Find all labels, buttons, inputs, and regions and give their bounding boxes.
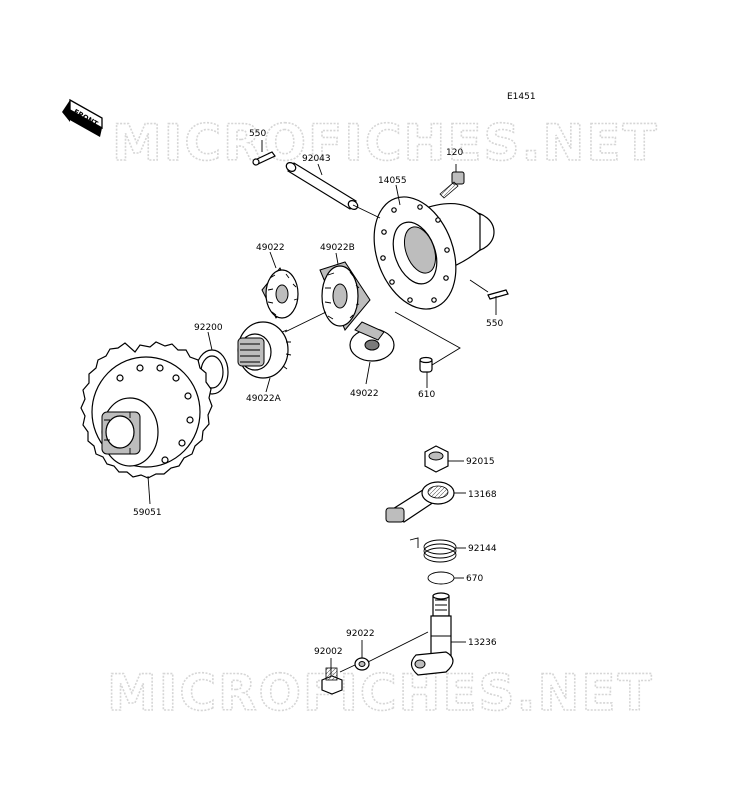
o-ring	[427, 571, 464, 585]
watermark-bottom: MICROFICHES.NET	[107, 664, 654, 722]
cotter-pin-right	[469, 279, 509, 300]
part-label-13168: 13168	[468, 490, 497, 500]
part-label-550-top: 550	[249, 129, 266, 139]
cotter-pin-top	[252, 151, 276, 166]
part-label-49022B: 49022B	[320, 243, 355, 253]
part-label-92144: 92144	[468, 544, 497, 554]
part-label-49022-upper: 49022	[256, 243, 285, 253]
torsion-spring	[409, 537, 466, 563]
bolt-120	[439, 164, 465, 199]
part-label-92015: 92015	[466, 457, 495, 467]
bevel-gear-49022B	[319, 261, 371, 331]
part-label-92200: 92200	[194, 323, 223, 333]
part-label-670: 670	[466, 574, 483, 584]
part-label-92002: 92002	[314, 647, 343, 657]
pinion-shaft	[285, 162, 381, 219]
part-label-610: 610	[418, 390, 435, 400]
differential-case	[373, 196, 495, 310]
watermark-top: MICROFICHES.NET	[112, 114, 659, 172]
ring-gear	[80, 341, 213, 479]
washer-92022	[354, 657, 370, 671]
bevel-gear-49022-upper	[261, 267, 299, 319]
nut-92015	[424, 445, 464, 473]
part-label-14055: 14055	[378, 176, 407, 186]
shift-shaft	[367, 592, 466, 676]
diagram-code: E1451	[507, 92, 536, 102]
part-label-49022-lower: 49022	[350, 389, 379, 399]
part-label-550-right: 550	[486, 319, 503, 329]
pin-610	[419, 356, 433, 373]
part-label-92043: 92043	[302, 154, 331, 164]
bevel-gear-49022-lower	[349, 321, 395, 362]
part-label-13236: 13236	[468, 638, 497, 648]
side-gear-49022A	[237, 321, 292, 379]
bolt-92002	[321, 664, 356, 695]
part-label-49022A: 49022A	[246, 394, 282, 404]
part-label-120: 120	[446, 148, 463, 158]
part-label-92022: 92022	[346, 629, 375, 639]
shift-lever	[385, 481, 466, 523]
front-arrow-icon: FRONT	[62, 98, 103, 137]
part-label-59051: 59051	[133, 508, 162, 518]
